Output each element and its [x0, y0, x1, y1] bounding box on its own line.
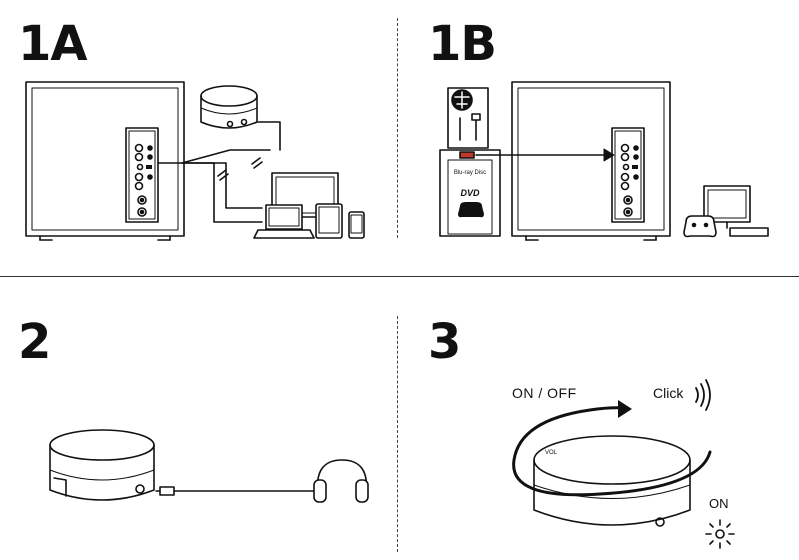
horizontal-divider — [0, 276, 799, 277]
panel-1b-subwoofer — [511, 81, 671, 241]
panel-3-control-pod — [533, 435, 691, 527]
panel-2-control-pod — [49, 429, 155, 501]
click-label: Click — [653, 385, 684, 401]
step-label-1a: 1A — [18, 16, 88, 72]
led-on-icon — [705, 519, 735, 549]
panel-1b-gamepad-icon — [458, 202, 484, 218]
panel-1a-control-pod — [200, 85, 258, 129]
panel-1b-media-player — [439, 148, 615, 237]
panel-1a-subwoofer — [25, 81, 185, 241]
panel-1a-devices — [253, 172, 365, 239]
vertical-divider-top — [397, 18, 398, 238]
step-label-3: 3 — [428, 314, 461, 370]
panel-2-headphones — [155, 459, 369, 503]
power-label: ON / OFF — [512, 385, 577, 401]
led-on-label: ON — [709, 496, 729, 511]
panel-1b-rca-source — [447, 87, 489, 149]
panel-1a-cables — [157, 121, 281, 223]
media-label-dvd: DVD — [460, 188, 480, 198]
volume-knob-label: VOL — [545, 450, 558, 456]
vertical-divider-bottom — [397, 316, 398, 552]
click-sound-icon — [695, 379, 711, 411]
panel-1b-tv — [683, 185, 769, 238]
media-label-bluray: Blu-ray Disc — [454, 170, 486, 176]
panel-3-rotate-arrow — [512, 400, 712, 497]
step-label-1b: 1B — [428, 16, 497, 72]
step-label-2: 2 — [18, 314, 51, 370]
